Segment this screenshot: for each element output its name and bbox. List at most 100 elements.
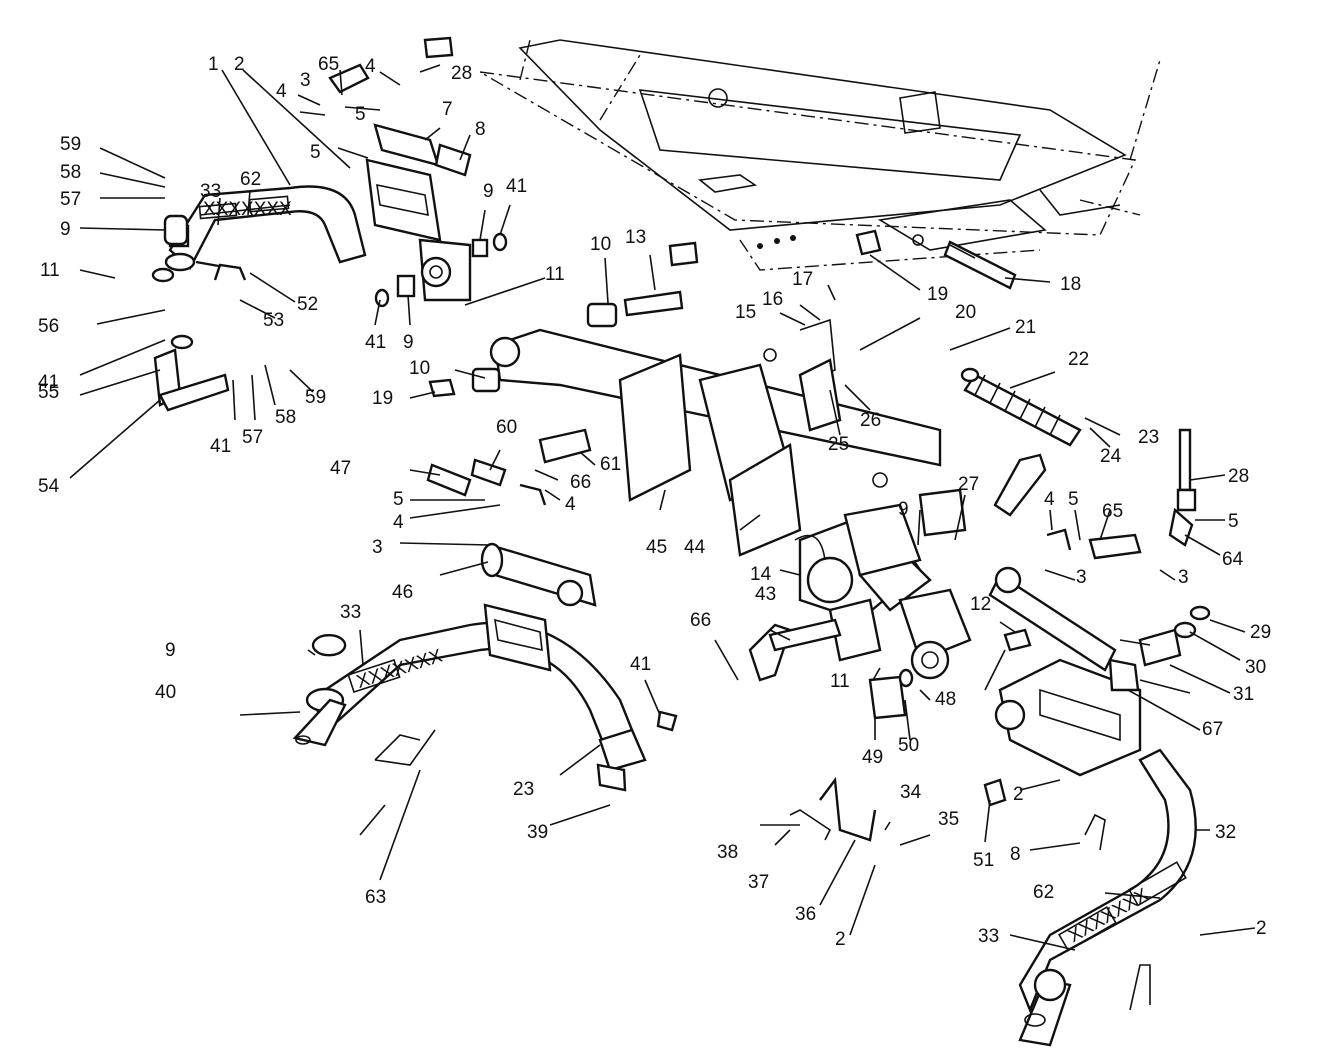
callout-label: 57: [60, 189, 81, 210]
callout-label: 5: [1068, 489, 1079, 510]
callout-label: 21: [1015, 317, 1036, 338]
leader-lines: [69, 64, 1256, 951]
callout-label: 52: [297, 294, 318, 315]
tractor-frame: [479, 39, 1161, 271]
callout-label: 45: [646, 537, 667, 558]
callout-label: 8: [475, 119, 486, 140]
callout-label: 7: [442, 99, 453, 120]
callout-label: 3: [372, 537, 383, 558]
callout-label: 39: [527, 822, 548, 843]
callout-label: 40: [155, 682, 176, 703]
callout-label: 9: [165, 640, 176, 661]
spring-boot: [960, 367, 1082, 517]
callout-label: 23: [513, 779, 534, 800]
callout-label: 11: [830, 671, 850, 692]
callout-label: 33: [200, 181, 221, 202]
callout-label: 28: [1228, 466, 1249, 487]
callout-label: 46: [392, 582, 413, 603]
callout-label: 62: [1033, 882, 1054, 903]
callout-label: 2: [1013, 784, 1024, 805]
callout-label: 25: [828, 434, 849, 455]
callout-label: 44: [684, 537, 706, 558]
callout-labels: 1 2 65 4 28 3 4 5 7 5 8 59 58 57 33 62 9…: [38, 54, 1271, 950]
callout-label: 55: [38, 382, 59, 403]
callout-label: 61: [600, 454, 621, 475]
callout-label: 37: [748, 872, 769, 893]
callout-label: 23: [1138, 427, 1159, 448]
callout-label: 3: [1178, 567, 1189, 588]
callout-label: 5: [355, 104, 366, 125]
callout-label: 41: [365, 332, 386, 353]
callout-label: 8: [1010, 844, 1021, 865]
callout-label: 14: [750, 564, 772, 585]
callout-label: 32: [1215, 822, 1236, 843]
callout-label: 22: [1068, 349, 1089, 370]
callout-label: 1: [208, 54, 219, 75]
callout-label: 64: [1222, 549, 1244, 570]
callout-label: 4: [276, 81, 287, 102]
callout-label: 28: [451, 63, 472, 84]
callout-label: 4: [393, 512, 404, 533]
callout-label: 59: [305, 387, 326, 408]
callout-label: 20: [955, 302, 976, 323]
callout-label: 41: [506, 176, 527, 197]
callout-label: 65: [318, 54, 339, 75]
callout-label: 11: [545, 264, 565, 285]
callout-label: 4: [1044, 489, 1055, 510]
callout-label: 43: [755, 584, 776, 605]
callout-label: 5: [393, 489, 404, 510]
callout-label: 12: [970, 594, 991, 615]
callout-label: 41: [210, 436, 231, 457]
callout-label: 26: [860, 410, 881, 431]
callout-label: 13: [625, 227, 646, 248]
callout-label: 60: [496, 417, 517, 438]
callout-label: 29: [1250, 622, 1271, 643]
callout-label: 10: [409, 358, 430, 379]
callout-label: 62: [240, 169, 261, 190]
callout-label: 3: [300, 70, 311, 91]
callout-label: 5: [1228, 511, 1239, 532]
callout-label: 59: [60, 134, 81, 155]
callout-label: 19: [927, 284, 948, 305]
callout-label: 24: [1100, 446, 1122, 467]
callout-label: 2: [1256, 918, 1267, 939]
callout-label: 4: [365, 56, 376, 77]
right-lower-lift-arm: XXXXXXX: [994, 658, 1197, 1047]
callout-label: 57: [242, 427, 263, 448]
left-upper-lift-arm: XXXXXXX: [151, 158, 472, 302]
callout-label: 33: [978, 926, 999, 947]
callout-label: 34: [900, 782, 922, 803]
callout-label: 36: [795, 904, 816, 925]
callout-label: 11: [40, 260, 60, 281]
callout-label: 56: [38, 316, 59, 337]
callout-label: 63: [365, 887, 386, 908]
callout-label: 65: [1102, 501, 1123, 522]
callout-label: 2: [835, 929, 846, 950]
callout-label: 18: [1060, 274, 1081, 295]
callout-label: 4: [565, 494, 576, 515]
callout-label: 19: [372, 388, 393, 409]
callout-label: 38: [717, 842, 738, 863]
callout-label: 33: [340, 602, 361, 623]
callout-label: 49: [862, 747, 883, 768]
callout-label: 66: [570, 472, 591, 493]
callout-label: 3: [1076, 567, 1087, 588]
callout-label: 17: [792, 269, 813, 290]
left-lower-lift-arm: XXXXXXX: [292, 603, 647, 772]
callout-label: 9: [898, 499, 909, 520]
decal-text: XXXXXXX: [203, 199, 292, 220]
callout-label: 5: [310, 142, 321, 163]
callout-label: 30: [1245, 657, 1266, 678]
callout-label: 2: [234, 54, 245, 75]
callout-label: 53: [263, 310, 284, 331]
callout-label: 35: [938, 809, 959, 830]
callout-label: 15: [735, 302, 756, 323]
callout-label: 48: [935, 689, 956, 710]
callout-label: 10: [590, 234, 611, 255]
callout-label: 9: [60, 219, 71, 240]
hardware-parts: [153, 36, 1211, 842]
callout-label: 9: [483, 181, 494, 202]
hydraulic-cylinders: [480, 503, 1117, 672]
